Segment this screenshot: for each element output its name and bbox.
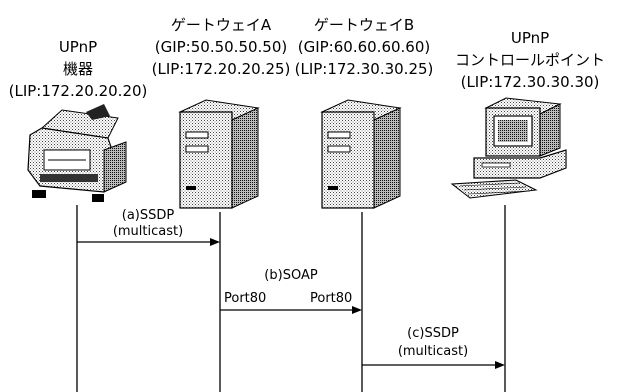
node-upnp-device: UPnP 機器 (LIP:172.20.20.20): [9, 36, 148, 102]
server-tower-icon: [320, 99, 402, 209]
node-upnp-device-name-line1: UPnP: [58, 38, 98, 56]
node-gateway-b-gip: (GIP:60.60.60.60): [297, 38, 431, 56]
message-c-sub: (multicast): [397, 344, 469, 359]
desktop-computer-icon: [450, 97, 567, 199]
message-c-label: (c)SSDP: [407, 326, 459, 341]
message-a-sub: (multicast): [112, 224, 184, 239]
node-gateway-b-name: ゲートウェイB: [313, 16, 415, 34]
message-b-port-left: Port80: [224, 291, 267, 306]
node-control-point-name-line1: UPnP: [510, 29, 550, 47]
node-gateway-a-lip: (LIP:172.20.20.25): [151, 60, 291, 78]
server-tower-icon: [178, 99, 260, 209]
node-gateway-b-lip: (LIP:172.30.30.25): [294, 60, 434, 78]
node-gateway-b: ゲートウェイB (GIP:60.60.60.60) (LIP:172.30.30…: [295, 14, 434, 80]
arrow-c-ssdp: [362, 361, 505, 369]
node-upnp-device-name-line2: 機器: [62, 60, 93, 78]
node-control-point-name-line2: コントロールポイント: [454, 51, 606, 69]
printer-icon: [27, 104, 127, 202]
message-a-label: (a)SSDP: [121, 208, 175, 223]
arrow-b-soap: [220, 306, 362, 314]
node-gateway-a: ゲートウェイA (GIP:50.50.50.50) (LIP:172.20.20…: [152, 14, 291, 80]
arrow-a-ssdp: [77, 238, 220, 246]
node-control-point: UPnP コントロールポイント (LIP:172.30.30.30): [455, 27, 605, 93]
message-b-port-right: Port80: [310, 291, 353, 306]
node-control-point-lip: (LIP:172.30.30.30): [460, 73, 600, 91]
node-gateway-a-gip: (GIP:50.50.50.50): [154, 38, 288, 56]
node-upnp-device-lip: (LIP:172.20.20.20): [8, 82, 148, 100]
node-gateway-a-name: ゲートウェイA: [170, 16, 272, 34]
message-b-label: (b)SOAP: [264, 268, 318, 283]
